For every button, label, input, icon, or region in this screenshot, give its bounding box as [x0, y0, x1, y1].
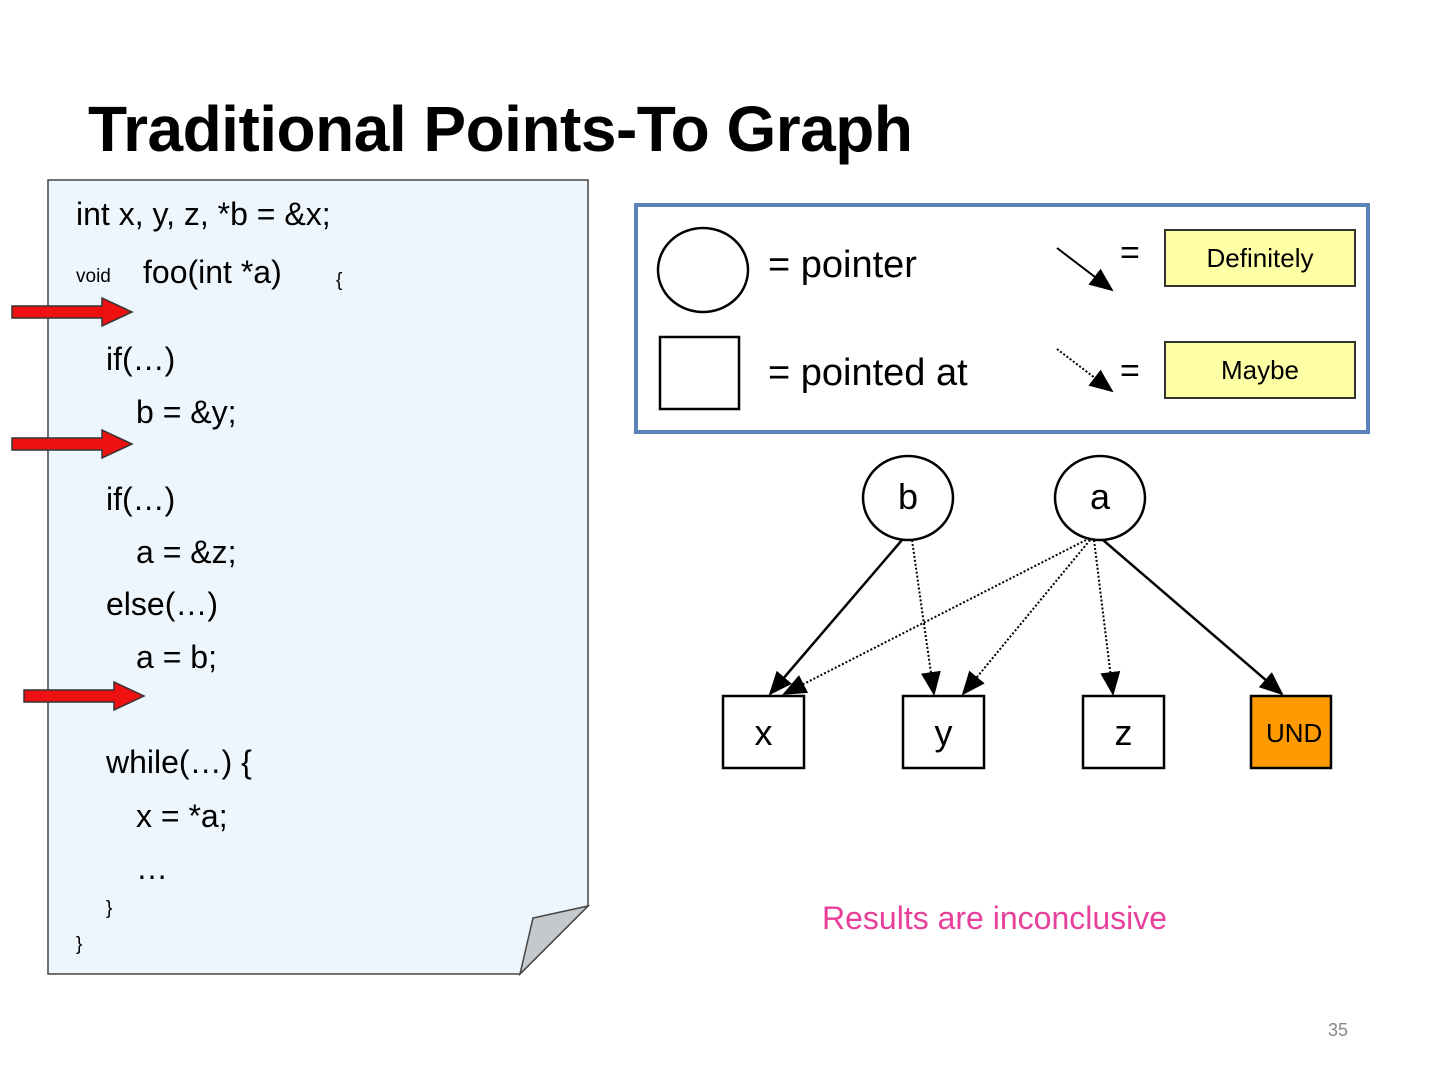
code-line: a = &z;: [136, 534, 237, 570]
red-arrow-icon: [11, 428, 134, 460]
legend-pointed-at-label: = pointed at: [768, 352, 968, 394]
page-number: 35: [1328, 1020, 1349, 1040]
red-arrow-icon: [23, 680, 146, 712]
legend-dotted-arrow-icon: [1056, 348, 1114, 393]
code-line: else(…): [106, 586, 219, 622]
code-line: void: [76, 266, 111, 287]
result-note: Results are inconclusive: [822, 900, 1168, 936]
node-z-label: z: [1114, 712, 1133, 753]
code-page-fold: [518, 904, 591, 977]
legend-equals: =: [1120, 234, 1140, 272]
node-y-label: y: [934, 712, 953, 753]
code-line: }: [76, 934, 83, 955]
node-und-label: UND: [1266, 718, 1323, 748]
legend-pointed-at-square: [658, 335, 741, 411]
code-line: while(…) {: [106, 744, 252, 780]
legend-equals: =: [1120, 352, 1140, 390]
node-b-label: b: [897, 476, 919, 517]
graph-edges: [768, 539, 1284, 696]
node-x: [721, 694, 806, 770]
legend-pointer-label: = pointer: [768, 244, 917, 286]
legend-definitely-tag: Definitely: [1164, 229, 1356, 287]
red-arrow-icon: [11, 296, 134, 328]
node-y: [901, 694, 986, 770]
code-line: foo(int *a): [143, 254, 282, 290]
legend-solid-arrow-icon: [1056, 247, 1114, 292]
code-line: a = b;: [136, 639, 217, 675]
code-line: }: [106, 898, 113, 919]
node-a-label: a: [1089, 476, 1111, 517]
code-line: int x, y, z, *b = &x;: [76, 196, 331, 232]
slide-title: Traditional Points-To Graph: [88, 93, 913, 165]
code-line: {: [336, 270, 343, 291]
node-x-label: x: [754, 712, 773, 753]
node-b: [861, 454, 955, 542]
code-line: if(…): [106, 341, 176, 377]
legend-pointer-circle: [656, 226, 750, 314]
code-line: …: [136, 850, 168, 886]
code-line: x = *a;: [136, 798, 228, 834]
code-line: b = &y;: [136, 394, 237, 430]
code-page: [47, 179, 589, 975]
node-z: [1081, 694, 1166, 770]
node-a: [1053, 454, 1147, 542]
node-und: [1249, 694, 1333, 770]
legend-maybe-tag: Maybe: [1164, 341, 1356, 399]
code-line: if(…): [106, 481, 176, 517]
